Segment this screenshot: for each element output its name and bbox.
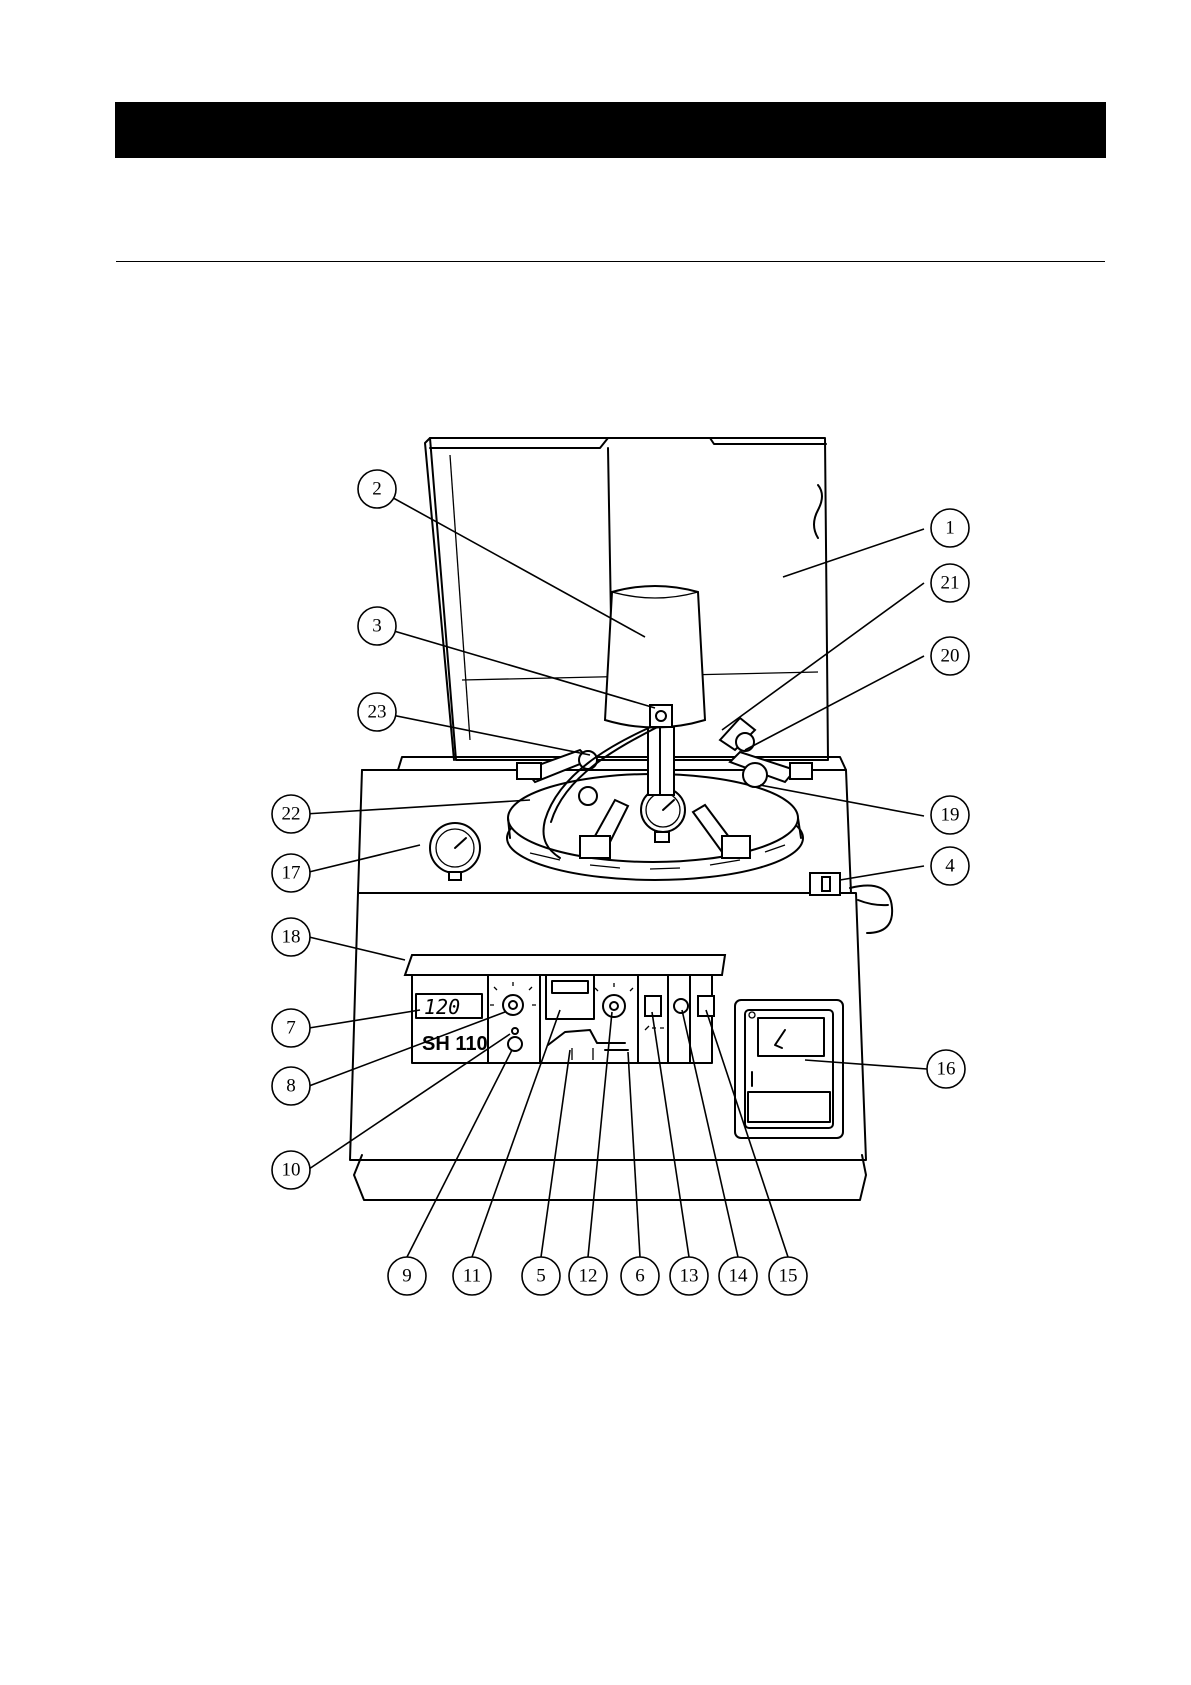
svg-text:8: 8 <box>286 1076 296 1097</box>
svg-text:22: 22 <box>282 804 301 825</box>
svg-text:4: 4 <box>945 856 955 877</box>
callout-13: 13 <box>670 1257 708 1295</box>
callout-2: 2 <box>358 470 396 508</box>
callout-20: 20 <box>931 637 969 675</box>
panel-cover <box>405 955 725 975</box>
svg-text:9: 9 <box>402 1266 412 1287</box>
callout-23: 23 <box>358 693 396 731</box>
callout-8: 8 <box>272 1067 310 1105</box>
svg-text:11: 11 <box>463 1266 481 1287</box>
svg-text:16: 16 <box>937 1059 956 1080</box>
callout-21: 21 <box>931 564 969 602</box>
callout-4: 4 <box>931 847 969 885</box>
svg-text:12: 12 <box>579 1266 598 1287</box>
pressure-gauge-left <box>430 823 480 880</box>
svg-text:15: 15 <box>779 1266 798 1287</box>
callout-5: 5 <box>522 1257 560 1295</box>
display-readout: 120 <box>424 995 460 1019</box>
callout-6: 6 <box>621 1257 659 1295</box>
svg-text:13: 13 <box>680 1266 699 1287</box>
svg-text:19: 19 <box>941 805 960 826</box>
callout-12: 12 <box>569 1257 607 1295</box>
svg-text:14: 14 <box>729 1266 749 1287</box>
front-door <box>735 1000 843 1138</box>
svg-text:3: 3 <box>372 616 382 637</box>
callout-19: 19 <box>931 796 969 834</box>
callout-14: 14 <box>719 1257 757 1295</box>
callout-3: 3 <box>358 607 396 645</box>
svg-text:20: 20 <box>941 646 960 667</box>
svg-text:17: 17 <box>282 863 301 884</box>
svg-text:2: 2 <box>372 479 382 500</box>
side-switch <box>810 873 840 895</box>
callout-16: 16 <box>927 1050 965 1088</box>
svg-text:18: 18 <box>282 927 301 948</box>
callout-15: 15 <box>769 1257 807 1295</box>
callout-1: 1 <box>931 509 969 547</box>
callout-18: 18 <box>272 918 310 956</box>
svg-text:23: 23 <box>368 702 387 723</box>
callout-22: 22 <box>272 795 310 833</box>
callout-7: 7 <box>272 1009 310 1047</box>
callout-17: 17 <box>272 854 310 892</box>
callout-9: 9 <box>388 1257 426 1295</box>
callout-11: 11 <box>453 1257 491 1295</box>
svg-text:6: 6 <box>635 1266 645 1287</box>
svg-text:10: 10 <box>282 1160 301 1181</box>
svg-text:7: 7 <box>286 1018 296 1039</box>
svg-text:1: 1 <box>945 518 955 539</box>
svg-text:5: 5 <box>536 1266 546 1287</box>
model-label: SH 110 <box>422 1033 488 1055</box>
svg-text:21: 21 <box>941 573 960 594</box>
callout-10: 10 <box>272 1151 310 1189</box>
